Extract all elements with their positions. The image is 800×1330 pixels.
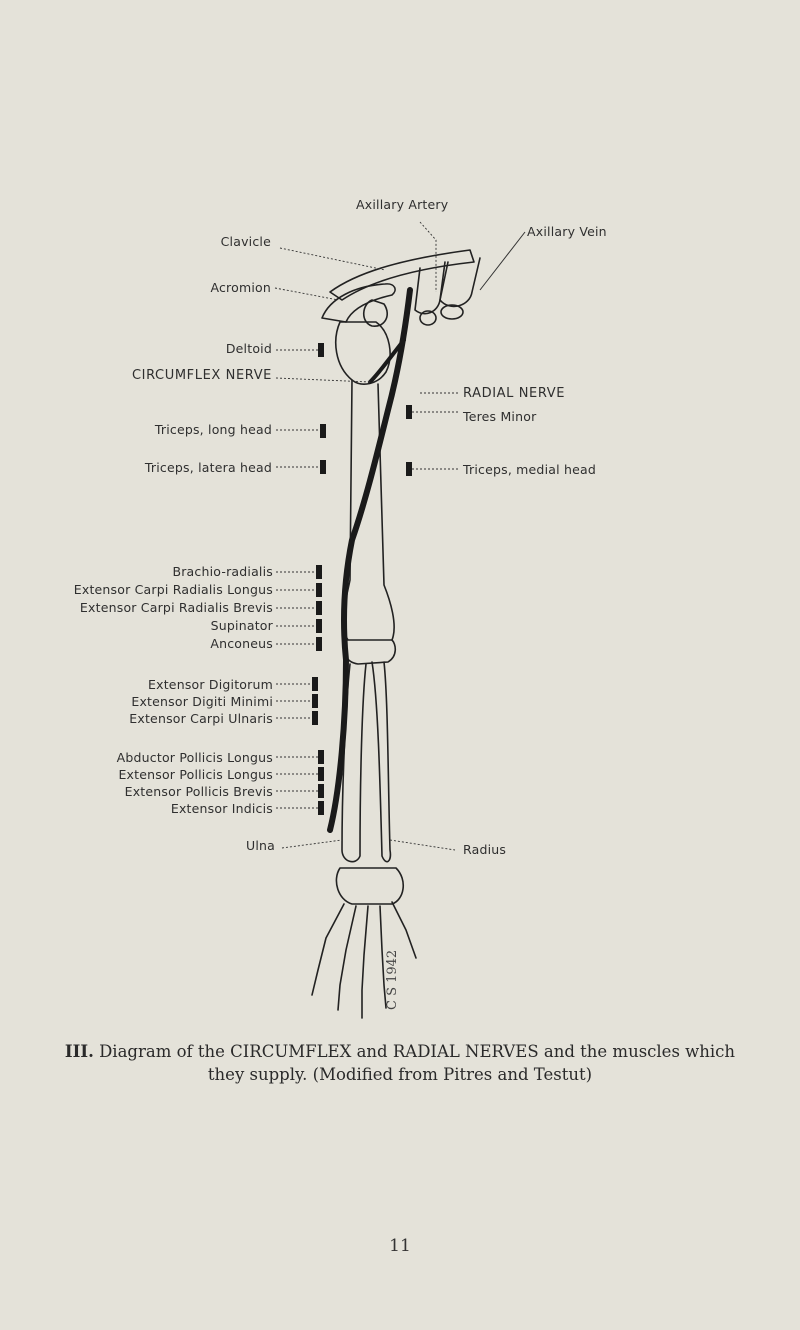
label-clavicle: Clavicle (221, 234, 271, 249)
label-deltoid: Deltoid (226, 341, 272, 356)
marker-ext-carpi-ulnaris (312, 711, 318, 725)
label-triceps-lateral: Triceps, latera head (145, 460, 272, 475)
figure-caption: III. Diagram of the CIRCUMFLEX and RADIA… (60, 1040, 740, 1086)
leader-vein (480, 232, 525, 290)
leader-clavicle (280, 248, 385, 270)
marker-ext-digitorum (312, 677, 318, 691)
label-triceps-medial: Triceps, medial head (463, 462, 596, 477)
label-ext-carpi-ulnaris: Extensor Carpi Ulnaris (129, 711, 273, 726)
label-ecr-brevis: Extensor Carpi Radialis Brevis (80, 600, 273, 615)
carpals (336, 868, 403, 904)
radial-nerve-path (330, 290, 410, 830)
leader-circumflex (276, 378, 370, 382)
label-brachioradialis: Brachio-radialis (172, 564, 273, 579)
label-circumflex-nerve: CIRCUMFLEX NERVE (132, 368, 272, 383)
label-radius: Radius (463, 842, 506, 857)
marker-epl (318, 767, 324, 781)
label-supinator: Supinator (211, 618, 273, 633)
finger-2 (338, 906, 356, 1010)
label-acromion: Acromion (210, 280, 271, 295)
caption-number: III. (65, 1042, 94, 1061)
label-ext-digiti-minimi: Extensor Digiti Minimi (131, 694, 273, 709)
label-ext-pollicis-longus: Extensor Pollicis Longus (118, 767, 273, 782)
caption-text: Diagram of the CIRCUMFLEX and RADIAL NER… (99, 1042, 735, 1084)
marker-supinator (316, 619, 322, 633)
nerve-diagram (0, 0, 800, 1040)
leader-acromion (275, 288, 338, 300)
marker-anconeus (316, 637, 322, 651)
page-number: 11 (0, 1236, 800, 1256)
marker-triceps-long (320, 424, 326, 438)
marker-triceps-lateral (320, 460, 326, 474)
marker-apl (318, 750, 324, 764)
humerus-head (336, 322, 390, 384)
label-teres-minor: Teres Minor (463, 409, 536, 424)
marker-brachioradialis (316, 565, 322, 579)
marker-ext-digiti-minimi (312, 694, 318, 708)
marker-ecrb (316, 601, 322, 615)
leader-ulna (282, 840, 342, 848)
label-triceps-long: Triceps, long head (155, 422, 272, 437)
label-axillary-artery: Axillary Artery (356, 197, 448, 212)
marker-triceps-medial (406, 462, 412, 476)
leader-radius (390, 840, 455, 850)
artist-signature: C S 1942 (385, 950, 400, 1010)
label-anconeus: Anconeus (210, 636, 273, 651)
marker-ext-indicis (318, 801, 324, 815)
rib-1 (415, 262, 448, 314)
label-ext-indicis: Extensor Indicis (171, 801, 273, 816)
label-ulna: Ulna (246, 838, 275, 853)
radius-bone (372, 662, 390, 862)
label-axillary-vein: Axillary Vein (527, 224, 607, 239)
marker-deltoid (318, 343, 324, 357)
finger-3 (362, 906, 368, 1018)
clavicle-bone (330, 250, 474, 300)
label-radial-nerve: RADIAL NERVE (463, 386, 565, 401)
label-ecr-longus: Extensor Carpi Radialis Longus (74, 582, 273, 597)
label-ext-digitorum: Extensor Digitorum (148, 677, 273, 692)
elbow (343, 640, 395, 664)
finger-1 (312, 904, 344, 995)
marker-teres-minor (406, 405, 412, 419)
marker-epb (318, 784, 324, 798)
marker-ecrl (316, 583, 322, 597)
label-abd-pollicis-longus: Abductor Pollicis Longus (117, 750, 273, 765)
label-ext-pollicis-brevis: Extensor Pollicis Brevis (125, 784, 273, 799)
